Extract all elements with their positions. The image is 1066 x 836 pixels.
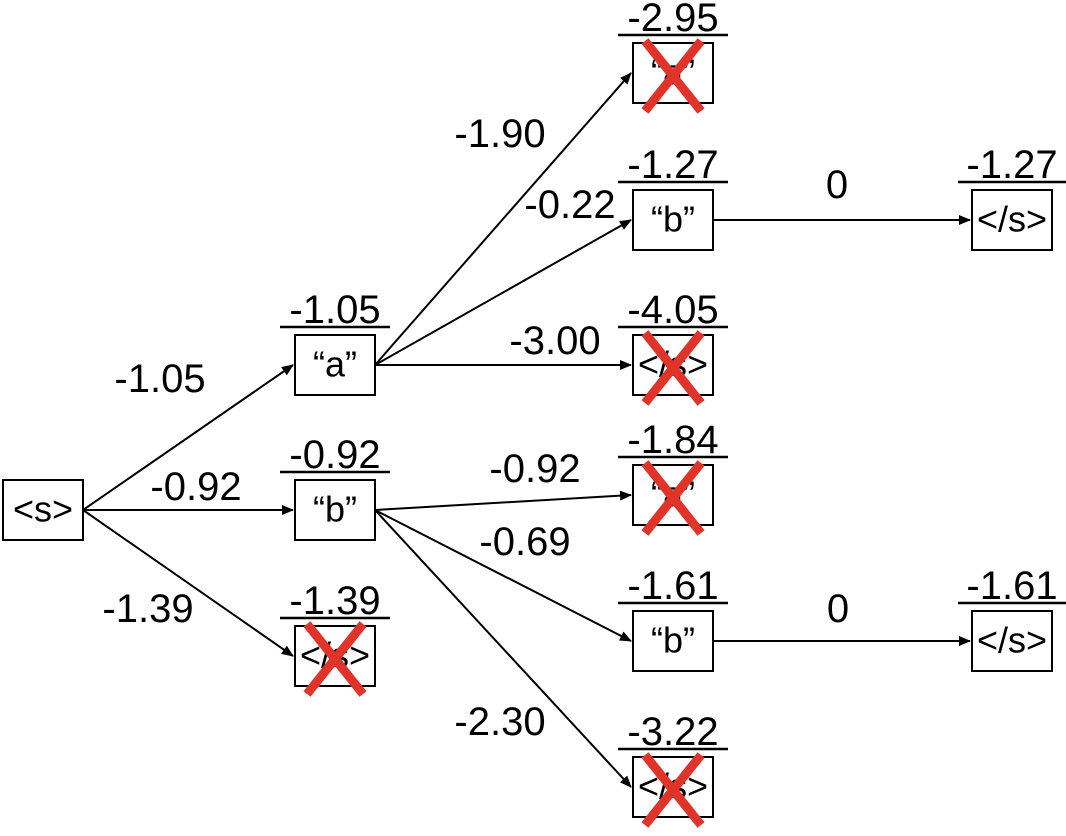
edge-score-label: -0.22 — [524, 183, 615, 227]
edge-b1-be: -2.30 — [374, 509, 632, 788]
edge-a1-ab: -0.22 — [374, 183, 632, 366]
edge-b1-ba: -0.92 — [374, 447, 632, 511]
cumulative-score: -1.05 — [289, 288, 380, 332]
edge-root-e1: -1.39 — [82, 509, 294, 657]
node-box — [2, 479, 84, 541]
edge-score-label: -0.92 — [489, 447, 580, 491]
pruned-stroke — [641, 330, 705, 406]
edge-score-label: -1.90 — [454, 112, 545, 156]
cumulative-score: -4.05 — [627, 288, 718, 332]
cumulative-score: -1.61 — [966, 564, 1057, 608]
edge-a1-aa: -1.90 — [374, 72, 632, 366]
pruned-x-mark — [641, 38, 705, 114]
node-box — [971, 189, 1053, 251]
edge-arrow — [374, 72, 632, 366]
cumulative-score: -1.84 — [627, 418, 718, 462]
node-e1: </s>-1.39 — [280, 579, 390, 697]
node-box — [632, 610, 714, 672]
edge-arrow — [82, 509, 294, 657]
edge-ab-abe: 0 — [713, 163, 971, 225]
node-box — [294, 334, 376, 396]
cumulative-score: -0.92 — [289, 433, 380, 477]
cumulative-score: -1.61 — [627, 564, 718, 608]
pruned-x-mark — [641, 330, 705, 406]
node-token-label: “b” — [651, 620, 695, 661]
pruned-stroke — [303, 621, 367, 697]
node-token-label: <s> — [13, 489, 73, 530]
cumulative-score: -1.27 — [627, 143, 718, 187]
node-token-label: “b” — [313, 489, 357, 530]
pruned-x-mark — [303, 621, 367, 697]
node-box — [971, 610, 1053, 672]
edge-root-b1: -0.92 — [83, 465, 294, 515]
node-a1: “a” -1.05 — [280, 288, 390, 396]
pruned-x-mark — [641, 752, 705, 828]
edge-arrow — [374, 219, 632, 366]
edge-score-label: -2.30 — [454, 700, 545, 744]
pruned-stroke — [641, 460, 705, 536]
node-box — [632, 756, 714, 818]
node-ab: “b” -1.27 — [618, 143, 728, 251]
node-box — [294, 479, 376, 541]
node-b1: “b” -0.92 — [280, 433, 390, 541]
node-box — [632, 189, 714, 251]
edge-arrow — [374, 509, 632, 788]
edge-score-label: -1.39 — [102, 587, 193, 631]
edge-score-label: 0 — [827, 587, 849, 631]
edge-score-label: 0 — [826, 163, 848, 207]
cumulative-score: -2.95 — [627, 0, 718, 40]
edge-arrow — [374, 509, 632, 642]
node-token-label: “b” — [651, 199, 695, 240]
edge-root-a1: -1.05 — [82, 357, 294, 511]
cumulative-score: -1.39 — [289, 579, 380, 623]
node-be: </s>-3.22 — [618, 710, 728, 828]
node-bb: “b” -1.61 — [618, 564, 728, 672]
node-ba: “a”-1.84 — [618, 418, 728, 536]
node-token-label: </s> — [977, 620, 1047, 661]
edge-arrow — [374, 490, 632, 511]
edge-score-label: -0.69 — [479, 520, 570, 564]
node-token-label: “a” — [313, 344, 357, 385]
cumulative-score: -3.22 — [627, 710, 718, 754]
edge-a1-ae: -3.00 — [375, 319, 632, 370]
node-ae: </s>-4.05 — [618, 288, 728, 406]
edge-arrow — [82, 364, 294, 511]
edge-score-label: -3.00 — [509, 319, 600, 363]
edge-score-label: -1.05 — [114, 357, 205, 401]
node-bbe: </s> -1.61 — [958, 564, 1066, 672]
cumulative-score: -1.27 — [966, 143, 1057, 187]
node-aa: “a”-2.95 — [618, 0, 728, 114]
node-token-label: </s> — [977, 199, 1047, 240]
pruned-x-mark — [641, 460, 705, 536]
pruned-stroke — [641, 38, 705, 114]
edge-bb-bbe: 0 — [713, 587, 971, 646]
edge-score-label: -0.92 — [150, 465, 241, 509]
pruned-stroke — [641, 752, 705, 828]
node-abe: </s> -1.27 — [958, 143, 1066, 251]
node-root: <s> — [2, 479, 84, 541]
edge-b1-bb: -0.69 — [374, 509, 632, 642]
